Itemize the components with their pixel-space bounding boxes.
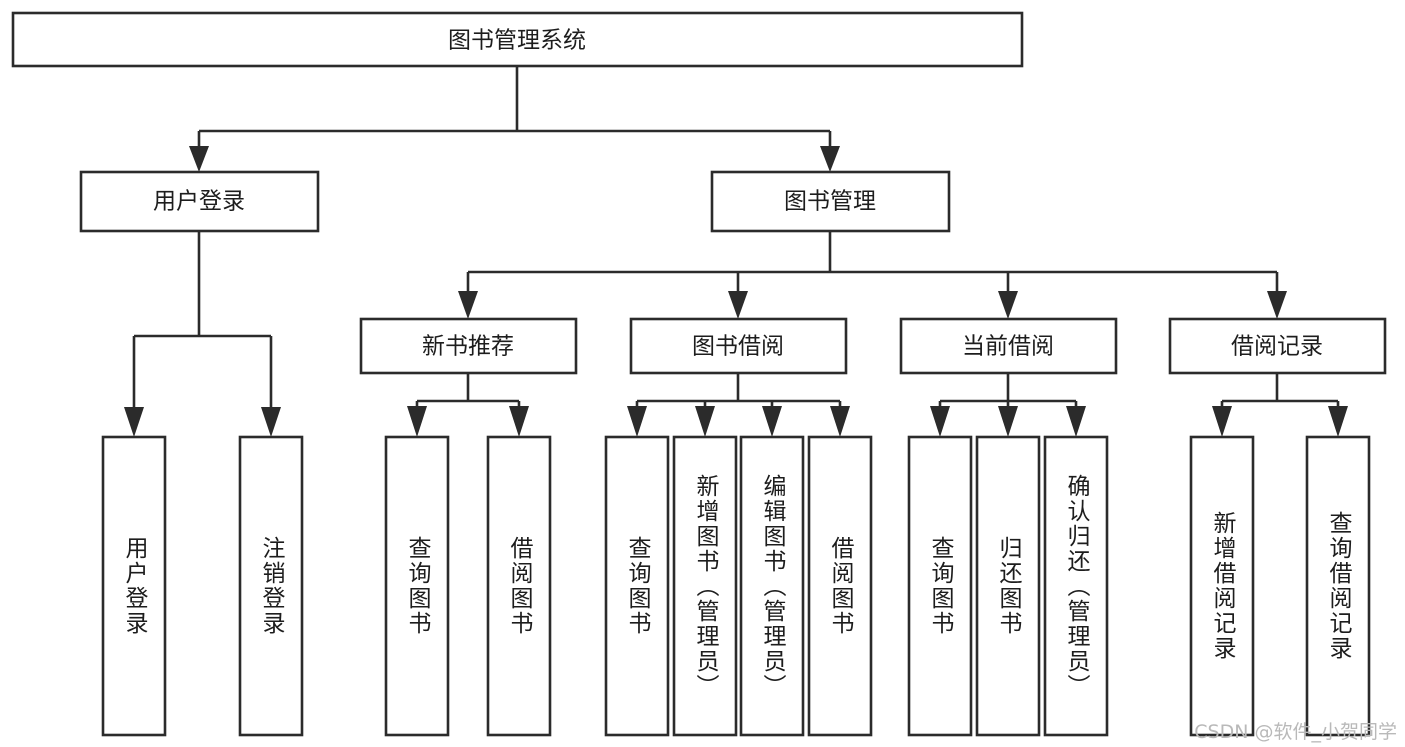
arrow-head-leaf-13 xyxy=(1328,406,1348,437)
arrow-head-leaf-6 xyxy=(695,406,715,437)
node-bookmgmt[interactable]: 图书管理 xyxy=(710,170,951,233)
node-root[interactable]: 图书管理系统 xyxy=(11,11,1024,68)
arrow-head-leaf-2 xyxy=(261,407,281,437)
leaf-box-10[interactable] xyxy=(975,435,1041,737)
leaf-box-9[interactable] xyxy=(907,435,973,737)
node-bookmgmt-label: 图书管理 xyxy=(784,189,876,215)
arrow-head-borrow xyxy=(728,291,748,319)
leaf-box-12[interactable] xyxy=(1189,435,1255,737)
arrow-head-leaf-8 xyxy=(830,406,850,437)
arrow-head-leaf-1 xyxy=(124,407,144,437)
arrow-head-leaf-11 xyxy=(1066,406,1086,437)
leaf-box-3[interactable] xyxy=(384,435,450,737)
node-current-label: 当前借阅 xyxy=(962,334,1054,360)
node-newbook[interactable]: 新书推荐 xyxy=(359,317,578,375)
arrow-head-leaf-9 xyxy=(930,406,950,437)
leaf-box-7[interactable] xyxy=(739,435,805,737)
watermark-text: CSDN @软件_小贺同学 xyxy=(1194,721,1397,743)
node-root-label: 图书管理系统 xyxy=(448,28,586,54)
node-newbook-box[interactable] xyxy=(359,317,578,375)
leaf-box-1[interactable] xyxy=(101,435,167,737)
node-records-label: 借阅记录 xyxy=(1231,334,1323,360)
node-current-box[interactable] xyxy=(899,317,1118,375)
arrow-head-leaf-3 xyxy=(407,406,427,437)
node-records-box[interactable] xyxy=(1168,317,1387,375)
arrow-head-bookmgmt xyxy=(820,146,840,172)
arrow-head-records xyxy=(1267,291,1287,319)
leaf-box-5[interactable] xyxy=(604,435,670,737)
arrow-head-leaf-7 xyxy=(762,406,782,437)
node-borrow-box[interactable] xyxy=(629,317,848,375)
node-records[interactable]: 借阅记录 xyxy=(1168,317,1387,375)
node-login[interactable]: 用户登录 xyxy=(79,170,320,233)
leaf-box-4[interactable] xyxy=(486,435,552,737)
connector-layer xyxy=(124,66,1348,437)
node-root-box[interactable] xyxy=(11,11,1024,68)
arrow-head-current xyxy=(998,291,1018,319)
node-borrow-label: 图书借阅 xyxy=(692,334,784,360)
node-login-label: 用户登录 xyxy=(153,189,245,215)
arrow-head-leaf-10 xyxy=(998,406,1018,437)
node-bookmgmt-box[interactable] xyxy=(710,170,951,233)
node-login-box[interactable] xyxy=(79,170,320,233)
arrow-head-leaf-5 xyxy=(627,406,647,437)
leaf-box-13[interactable] xyxy=(1305,435,1371,737)
node-newbook-label: 新书推荐 xyxy=(422,334,514,360)
arrow-head-leaf-12 xyxy=(1212,406,1232,437)
arrow-head-login xyxy=(189,146,209,172)
arrow-head-leaf-4 xyxy=(509,406,529,437)
node-borrow[interactable]: 图书借阅 xyxy=(629,317,848,375)
leaf-box-2[interactable] xyxy=(238,435,304,737)
leaf-box-11[interactable] xyxy=(1043,435,1109,737)
leaf-box-8[interactable] xyxy=(807,435,873,737)
arrow-head-newbook xyxy=(458,291,478,319)
node-current[interactable]: 当前借阅 xyxy=(899,317,1118,375)
leaf-box-6[interactable] xyxy=(672,435,738,737)
